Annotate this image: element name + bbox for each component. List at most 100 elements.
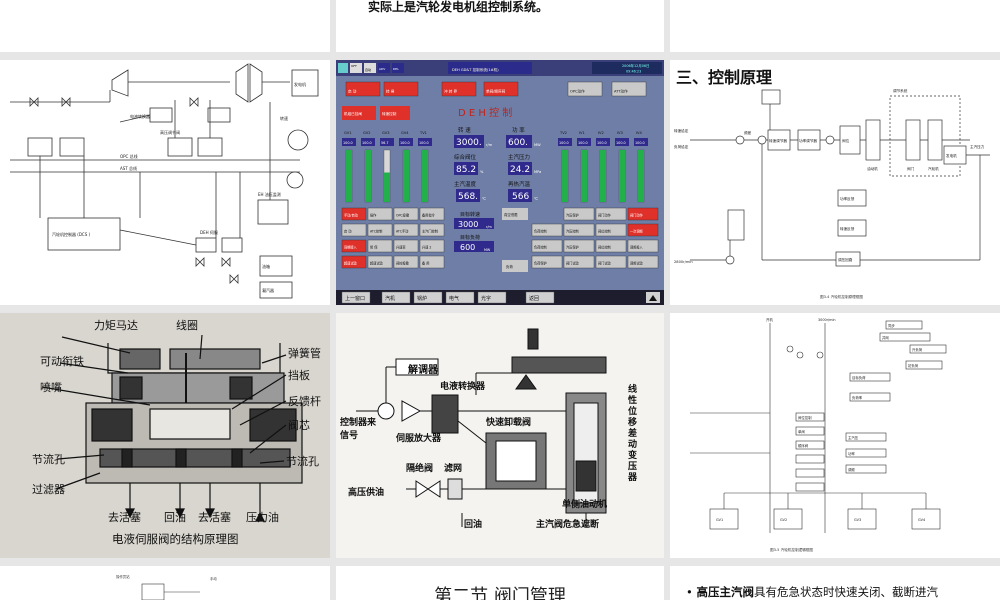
btn-load[interactable] (502, 260, 528, 272)
btn-vacuum-low-label: 真空低限 (504, 212, 518, 217)
hdr-button-del[interactable] (392, 63, 404, 73)
slide-thumbnail-2[interactable]: 实际上是汽轮发电机组控制系统。 (336, 0, 664, 52)
bottom-tab-3[interactable] (445, 291, 475, 304)
right-grid-btn-3-2[interactable] (595, 255, 627, 269)
right-grid-btn-3-3[interactable] (627, 255, 659, 269)
row1-button-5[interactable] (611, 81, 647, 97)
row1-button-2[interactable] (441, 81, 477, 97)
hdr-button-off[interactable] (350, 63, 362, 73)
reheat-value: 566 (512, 192, 529, 202)
actuator-schematic (356, 328, 607, 527)
label-opc-bus: OPC 总线 (120, 153, 138, 159)
right-grid-btn-1-1[interactable] (563, 223, 595, 237)
bottom-tab-4[interactable] (477, 291, 507, 304)
label-gv3: GV3 (854, 518, 861, 522)
bottom-tab-5[interactable] (525, 291, 555, 304)
row1-button-0[interactable] (345, 81, 381, 97)
label-freq: 调频 (848, 467, 855, 472)
right-grid-btn-1-2[interactable] (595, 223, 627, 237)
gauge-label: IV1 (579, 131, 585, 135)
right-grid-btn-2-1[interactable] (563, 239, 595, 253)
label-valve-control: 阀位控制 (798, 415, 812, 420)
left-grid-btn-2-0[interactable] (341, 239, 367, 253)
left-grid-btn-1-1[interactable] (367, 223, 393, 237)
left-grid-btn-3-1[interactable] (367, 255, 393, 269)
right-grid-btn-2-0[interactable] (531, 239, 563, 253)
left-grid-btn-1-0[interactable] (341, 223, 367, 237)
bottom-tab-label: 电气 (449, 295, 459, 302)
row1-button-3[interactable] (483, 81, 519, 97)
figure-caption: 图3-4 汽轮机控制原理框图 (820, 294, 863, 299)
row1-button-0-label: 启 动 (348, 89, 357, 94)
slide-thumbnail-10[interactable]: 操作员站 手动 (0, 566, 330, 600)
slide-thumbnail-8[interactable]: 解调器 电液转换器 控制器来信号 伺服放大器 快速卸载阀 隔绝阀 滤网 高压供油… (336, 313, 664, 558)
left-grid-btn-1-3[interactable] (419, 223, 445, 237)
left-grid-btn-3-3[interactable] (419, 255, 445, 269)
left-grid-btn-0-1[interactable] (367, 207, 393, 221)
right-grid-btn-2-3-label: 调频投入 (630, 245, 644, 250)
slide-text: 实际上是汽轮发电机组控制系统。 (368, 0, 549, 14)
left-grid-btn-2-2[interactable] (393, 239, 419, 253)
left-grid-btn-2-1-label: 修 保 (370, 245, 378, 250)
left-grid-btn-2-1[interactable] (367, 239, 393, 253)
right-grid-btn-1-0[interactable] (531, 223, 563, 237)
target-load-field[interactable] (454, 241, 494, 252)
slide-thumbnail-5-deh-screen[interactable]: OFF 自动 ADV DEL DEH GD&T 控制系统(1#机) 2006年1… (336, 60, 664, 305)
gauge-value: 100.0 (419, 141, 429, 145)
right-grid-btn-3-0[interactable] (531, 255, 563, 269)
bottom-tab-0[interactable] (341, 291, 371, 304)
slide-thumbnail-9[interactable]: 开机 3000r/min 同步 并网 升负荷 初负荷 目标负荷 负荷率 阀位控制… (670, 313, 1000, 558)
label-controller-signal: 控制器来信号 (340, 418, 377, 441)
left-grid-btn-3-0[interactable] (341, 255, 367, 269)
right-grid-btn-2-2[interactable] (595, 239, 627, 253)
label-freq-diff: 频差 (744, 130, 752, 135)
hdr-button-auto[interactable] (364, 63, 376, 73)
left-grid-btn-3-2-label: 阀控投撤 (396, 261, 410, 266)
right-grid-btn-0-0[interactable] (563, 207, 595, 221)
gauge-label: GV4 (401, 131, 409, 135)
label-nozzle: 喷嘴 (40, 381, 62, 394)
slide-thumbnail-1[interactable] (0, 0, 330, 52)
label-main-pressure: 主汽压 (848, 435, 859, 440)
left-grid-btn-0-2[interactable] (393, 207, 419, 221)
slide-thumbnail-7[interactable]: 力矩马达 线圈 可动衔铁 弹簧管 喷嘴 挡板 反馈杆 阀芯 节流孔 节流孔 过滤… (0, 313, 330, 558)
target-speed-field[interactable] (454, 218, 494, 229)
slide-thumbnail-6[interactable]: 三、控制原理 (670, 60, 1000, 305)
row1-button-2-label: 冲 转 界 (444, 89, 457, 94)
btn-tripped[interactable] (342, 106, 376, 120)
label-seq-valve: 顺序阀 (798, 443, 809, 448)
label-generator: 发电机 (946, 153, 957, 158)
gauge-label: IV2 (598, 131, 604, 135)
left-grid-btn-0-3[interactable] (419, 207, 445, 221)
right-grid-btn-2-3[interactable] (627, 239, 659, 253)
btn-speed-control[interactable] (380, 106, 410, 120)
right-grid-btn-0-2[interactable] (627, 207, 659, 221)
left-grid-btn-1-2[interactable] (393, 223, 419, 237)
slide-thumbnail-4[interactable]: 电液转换器 高压调节阀 OPC 总线 AST 总线 汽轮机控制器 (DCS ) … (0, 60, 330, 305)
slide-thumbnail-3[interactable] (670, 0, 1000, 52)
gauge-value: 100.0 (597, 141, 607, 145)
hdr-button-adv[interactable] (378, 63, 390, 73)
hdr-auto-label: 自动 (365, 67, 371, 72)
bottom-tab-1[interactable] (381, 291, 411, 304)
left-grid-btn-2-3[interactable] (419, 239, 445, 253)
left-grid-btn-0-2-label: OPC投撤 (396, 213, 410, 218)
slide-thumbnail-12[interactable]: • 高压主汽阀具有危急状态时快速关闭、截断进汽 (670, 566, 1000, 600)
right-grid-btn-0-1[interactable] (595, 207, 627, 221)
left-grid-btn-0-0[interactable] (341, 207, 367, 221)
right-grid-btn-3-1[interactable] (563, 255, 595, 269)
bottom-tab-label: 返回 (529, 295, 539, 302)
btn-vacuum-low[interactable] (502, 208, 528, 220)
bullet-bold: 高压主汽阀 (696, 585, 754, 599)
row1-button-1[interactable] (383, 81, 419, 97)
control-logic-diagram: 开机 3000r/min 同步 并网 升负荷 初负荷 目标负荷 负荷率 阀位控制… (690, 317, 947, 552)
slide-thumbnail-11[interactable]: 第二节 阀门管理 (336, 566, 664, 600)
row1-button-1-label: 挂 闸 (386, 89, 395, 94)
right-grid-btn-1-3[interactable] (627, 223, 659, 237)
gauge-fill (581, 150, 587, 202)
label-load-setpoint: 负荷给定 (674, 144, 689, 149)
left-grid-btn-3-2[interactable] (393, 255, 419, 269)
right-grid-btn-2-0-label: 负荷控制 (534, 245, 547, 250)
bottom-tab-2[interactable] (413, 291, 443, 304)
row1-button-4[interactable] (567, 81, 603, 97)
